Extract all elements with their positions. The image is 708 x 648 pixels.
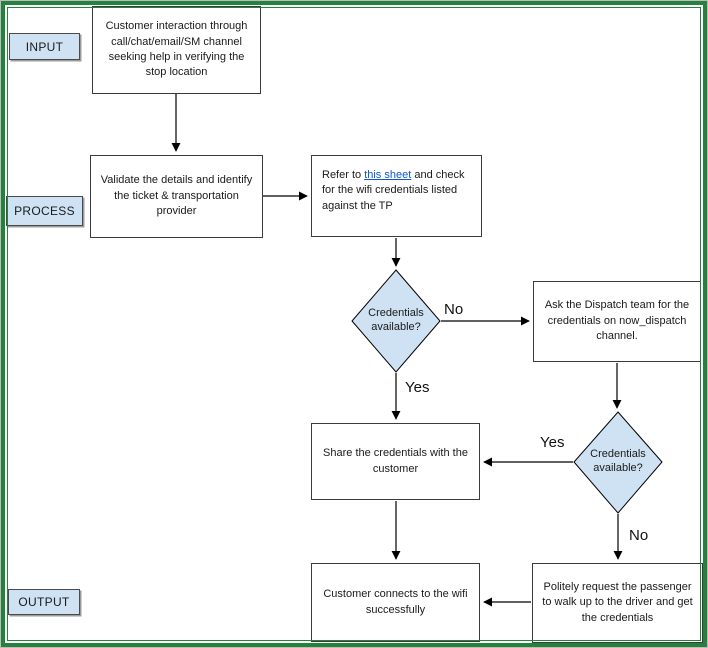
refer-text-prefix: Refer to	[322, 169, 365, 181]
node-validate-details-text: Validate the details and identify the ti…	[100, 174, 253, 218]
decision2-diamond-shape	[573, 411, 663, 514]
node-refer-sheet: Refer to this sheet and check for the wi…	[311, 155, 482, 237]
node-politely-request-text: Politely request the passenger to walk u…	[542, 580, 693, 624]
edge-label-decision2-no: No	[629, 527, 649, 544]
node-ask-dispatch-text: Ask the Dispatch team for the credential…	[544, 299, 690, 343]
edge-label-decision1-yes: Yes	[405, 379, 430, 396]
node-ask-dispatch: Ask the Dispatch team for the credential…	[533, 281, 701, 362]
node-share-credentials-text: Share the credentials with the customer	[323, 447, 468, 475]
decision2-text: Credentials available?	[590, 448, 646, 475]
node-customer-connects: Customer connects to the wifi successful…	[311, 563, 480, 642]
node-customer-interaction: Customer interaction through call/chat/e…	[92, 6, 261, 94]
lane-label-process: PROCESS	[6, 196, 83, 226]
edge-label-decision1-no: No	[444, 301, 464, 318]
node-customer-interaction-text: Customer interaction through call/chat/e…	[105, 20, 248, 79]
node-validate-details: Validate the details and identify the ti…	[90, 155, 263, 238]
lane-label-output: OUTPUT	[8, 589, 80, 615]
this-sheet-link[interactable]: this sheet	[364, 169, 412, 181]
decision1-text: Credentials available?	[368, 307, 424, 334]
node-share-credentials: Share the credentials with the customer	[311, 423, 480, 500]
node-politely-request: Politely request the passenger to walk u…	[532, 563, 703, 643]
edge-label-decision2-yes: Yes	[540, 434, 565, 451]
lane-label-input: INPUT	[9, 33, 80, 60]
decision1-diamond-shape	[351, 269, 441, 373]
refer-text-suffix: and check for the wifi credentials liste…	[322, 169, 465, 212]
node-customer-connects-text: Customer connects to the wifi successful…	[323, 588, 468, 616]
